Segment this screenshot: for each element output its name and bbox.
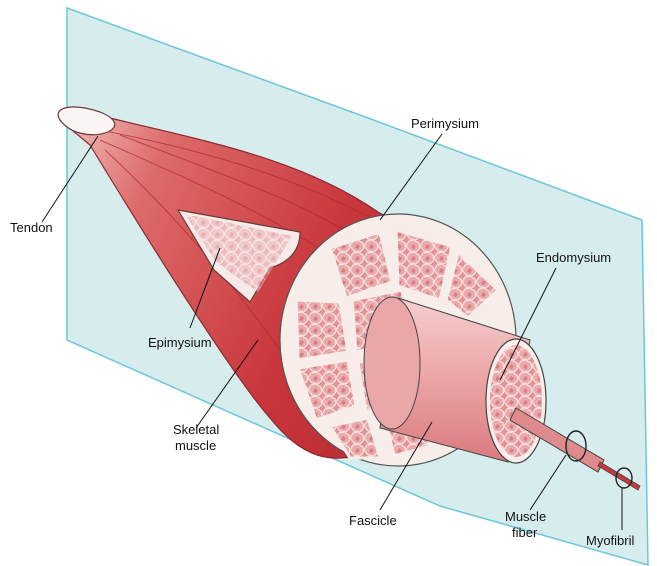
label-perimysium: Perimysium bbox=[411, 116, 479, 131]
label-muscle-fiber-line2: fiber bbox=[512, 525, 538, 540]
label-myofibril: Myofibril bbox=[586, 533, 635, 548]
label-endomysium: Endomysium bbox=[536, 250, 611, 265]
label-tendon: Tendon bbox=[10, 220, 53, 235]
fascicle-rear-ring bbox=[364, 297, 420, 429]
label-skeletal-muscle-line1: Skeletal bbox=[173, 422, 219, 437]
label-fascicle: Fascicle bbox=[349, 513, 397, 528]
label-skeletal-muscle-line2: muscle bbox=[175, 438, 216, 453]
label-muscle-fiber-line1: Muscle bbox=[505, 509, 546, 524]
fascicle-end-cells bbox=[490, 345, 542, 457]
label-epimysium: Epimysium bbox=[148, 335, 212, 350]
